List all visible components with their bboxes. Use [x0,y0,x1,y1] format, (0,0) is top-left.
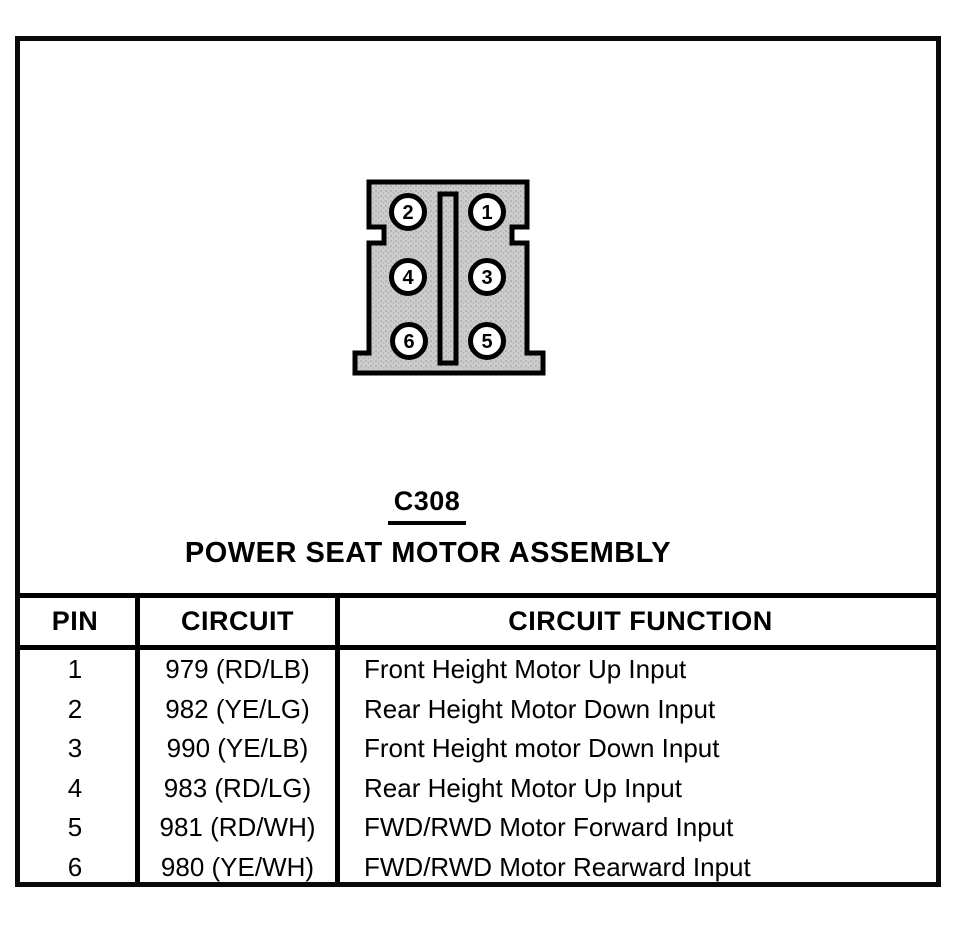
column-header-circuit: CIRCUIT [140,598,340,645]
function-cell: Front Height motor Down Input [364,733,720,764]
circuit-cell: 982 (YE/LG) [140,689,340,729]
pin-cell: 1 [15,650,140,690]
connector-diagram: 2 1 4 3 6 5 [340,170,560,385]
table-row: 5 981 (RD/WH) FWD/RWD Motor Forward Inpu… [15,808,941,848]
circuit-cell: 990 (YE/LB) [140,729,340,769]
table-row: 1 979 (RD/LB) Front Height Motor Up Inpu… [15,650,941,690]
connector-cavity-1: 1 [468,193,506,231]
table-row: 6 980 (YE/WH) FWD/RWD Motor Rearward Inp… [15,847,941,887]
pin-cell: 4 [15,768,140,808]
connector-keyway [437,191,459,366]
cavity-circle [468,258,506,296]
cavity-circle [389,193,427,231]
function-cell: FWD/RWD Motor Rearward Input [364,851,751,882]
pin-cell: 5 [15,808,140,848]
connector-face-svg: 2 1 4 3 6 5 [352,179,546,376]
connector-cavity-4: 4 [389,258,427,296]
table-row: 2 982 (YE/LG) Rear Height Motor Down Inp… [15,689,941,729]
cavity-label: 5 [481,331,492,353]
cavity-circle [390,322,428,360]
table-row: 3 990 (YE/LB) Front Height motor Down In… [15,729,941,769]
assembly-title: POWER SEAT MOTOR ASSEMBLY [184,537,672,569]
cavity-label: 1 [481,202,492,224]
connector-cavity-5: 5 [468,322,506,360]
cavity-label: 4 [402,267,414,289]
cavity-circle [468,322,506,360]
circuit-cell: 980 (YE/WH) [140,847,340,887]
column-header-circuit-function: CIRCUIT FUNCTION [508,606,773,636]
column-header-pin: PIN [15,598,140,645]
cavity-circle [389,258,427,296]
pin-cell: 2 [15,689,140,729]
cavity-label: 2 [402,202,413,224]
connector-id-label: C308 [387,486,467,525]
function-cell: FWD/RWD Motor Forward Input [364,812,734,843]
table-body: 1 979 (RD/LB) Front Height Motor Up Inpu… [15,650,941,887]
table-header-row: PIN CIRCUIT CIRCUIT FUNCTION [15,598,941,650]
function-cell: Rear Height Motor Down Input [364,693,716,724]
table-row: 4 983 (RD/LG) Rear Height Motor Up Input [15,768,941,808]
cavity-circle [468,193,506,231]
circuit-cell: 983 (RD/LG) [140,768,340,808]
connector-cavity-6: 6 [390,322,428,360]
pin-cell: 6 [15,847,140,887]
pin-cell: 3 [15,729,140,769]
circuit-cell: 981 (RD/WH) [140,808,340,848]
pinout-table: PIN CIRCUIT CIRCUIT FUNCTION 1 979 (RD/L… [15,593,941,887]
connector-cavity-3: 3 [468,258,506,296]
circuit-cell: 979 (RD/LB) [140,650,340,690]
cavity-label: 3 [481,267,492,289]
function-cell: Rear Height Motor Up Input [364,772,682,803]
function-cell: Front Height Motor Up Input [364,654,687,685]
connector-cavity-2: 2 [389,193,427,231]
cavity-label: 6 [403,331,414,353]
connector-id-wrap: C308 [0,486,854,525]
